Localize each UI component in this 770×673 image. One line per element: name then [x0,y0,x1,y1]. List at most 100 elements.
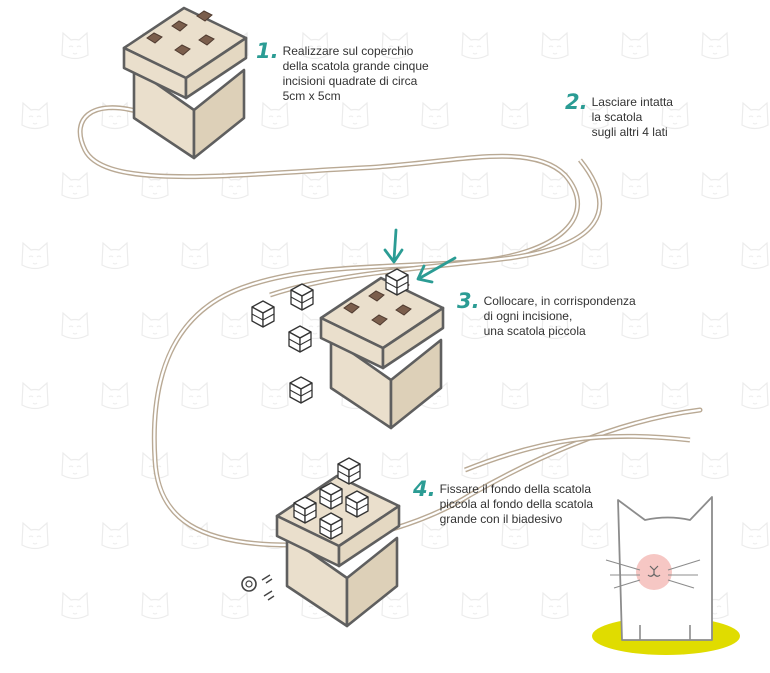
box-side [192,68,246,160]
cat-watermark-icon [461,172,489,200]
cat-watermark-icon [501,382,529,410]
cat-watermark-icon [381,592,409,620]
small-box-icon [319,482,343,510]
cat-watermark-icon [661,242,689,270]
box-hole [368,290,385,302]
cat-watermark-icon [421,102,449,130]
cat-watermark-icon [621,452,649,480]
cat-watermark-icon [701,172,729,200]
step-line: la scatola [591,110,643,124]
cat-icon [592,496,740,655]
cat-watermark-icon [61,592,89,620]
cat-watermark-icon [261,102,289,130]
cat-watermark-icon [101,522,129,550]
cat-watermark-icon [461,32,489,60]
cat-watermark-icon [181,382,209,410]
small-box-icon [290,283,314,311]
step-line: una scatola piccola [483,324,586,338]
box-hole [343,302,360,314]
box-lid-rim [381,306,445,370]
small-box-icon [345,490,369,518]
box-side [389,338,443,430]
cat-watermark-icon [381,452,409,480]
step-1: 1. Realizzare sul coperchio della scatol… [256,39,429,104]
box-hole [174,44,191,56]
step-line: sugli altri 4 lati [591,125,668,139]
cat-watermark-icon [701,452,729,480]
step-line: Fissare il fondo della scatola [439,482,592,496]
cat-watermark-icon [661,382,689,410]
step-2: 2. Lasciare intatta la scatola sugli alt… [565,90,673,140]
box-hole [395,304,412,316]
cat-watermark-icon [301,172,329,200]
box-hole [146,32,163,44]
arrow-icon [383,228,457,284]
cat-watermark-icon [741,522,769,550]
step-3: 3. Collocare, in corrispondenza di ogni … [457,289,636,339]
step-number: 1. [256,39,279,63]
cat-watermark-icon [61,452,89,480]
cat-watermark-icon [261,242,289,270]
cat-watermark-icon [261,382,289,410]
cat-watermark-icon [621,172,649,200]
cat-watermark-icon [61,172,89,200]
cat-watermark-icon [61,312,89,340]
step-line: piccola al fondo della scatola [439,497,594,511]
small-box-icon [289,376,313,404]
cat-watermark-icon [461,592,489,620]
box-side [345,536,399,628]
cat-watermark-icon [741,242,769,270]
cat-watermark-icon [221,592,249,620]
step-line: della scatola grande cinque [282,59,429,73]
small-box-icon [385,268,409,296]
step-number: 4. [413,477,436,501]
cat-watermark-icon [541,592,569,620]
step-number: 3. [457,289,480,313]
cat-watermark-icon [581,382,609,410]
cat-watermark-icon [701,312,729,340]
step-text: Lasciare intatta la scatola sugli altri … [592,95,673,140]
cat-watermark-icon [301,452,329,480]
cat-watermark-icon [221,452,249,480]
step-line: Lasciare intatta [591,95,673,109]
cat-watermark-icon [581,242,609,270]
cat-watermark-icon [541,32,569,60]
cat-watermark-icon [21,522,49,550]
small-box-icon [288,325,312,353]
cat-watermark-icon [221,312,249,340]
cat-watermark-icon [101,242,129,270]
cat-watermark-icon [21,382,49,410]
cat-watermark-icon [21,102,49,130]
step-text: Collocare, in corrispondenza di ogni inc… [484,294,636,339]
big-box-step-4 [275,474,401,628]
cat-watermark-icon [141,312,169,340]
big-box-step-1 [122,6,248,160]
box-hole [371,314,388,326]
box-hole [198,34,215,46]
small-box-icon [251,300,275,328]
big-box-step-3 [319,276,445,430]
small-box-icon [319,512,343,540]
step-line: di ogni incisione, [483,309,573,323]
cat-watermark-icon [341,242,369,270]
box-lid-rim [184,36,248,100]
step-line: Collocare, in corrispondenza [483,294,636,308]
small-box-icon [337,457,361,485]
cat-watermark-icon [701,32,729,60]
tape-roll-icon [241,574,275,601]
small-box-icon [293,496,317,524]
cat-watermark-icon [141,592,169,620]
cat-watermark-icon [381,172,409,200]
cat-watermark-icon [341,102,369,130]
step-number: 2. [565,90,588,114]
cat-watermark-icon [741,102,769,130]
box-hole [171,20,188,32]
cat-watermark-icon [181,242,209,270]
step-text: Fissare il fondo della scatola piccola a… [440,482,593,527]
box-lid-rim [337,504,401,568]
cat-watermark-icon [61,32,89,60]
step-line: 5cm x 5cm [282,89,341,103]
cat-watermark-icon [501,102,529,130]
